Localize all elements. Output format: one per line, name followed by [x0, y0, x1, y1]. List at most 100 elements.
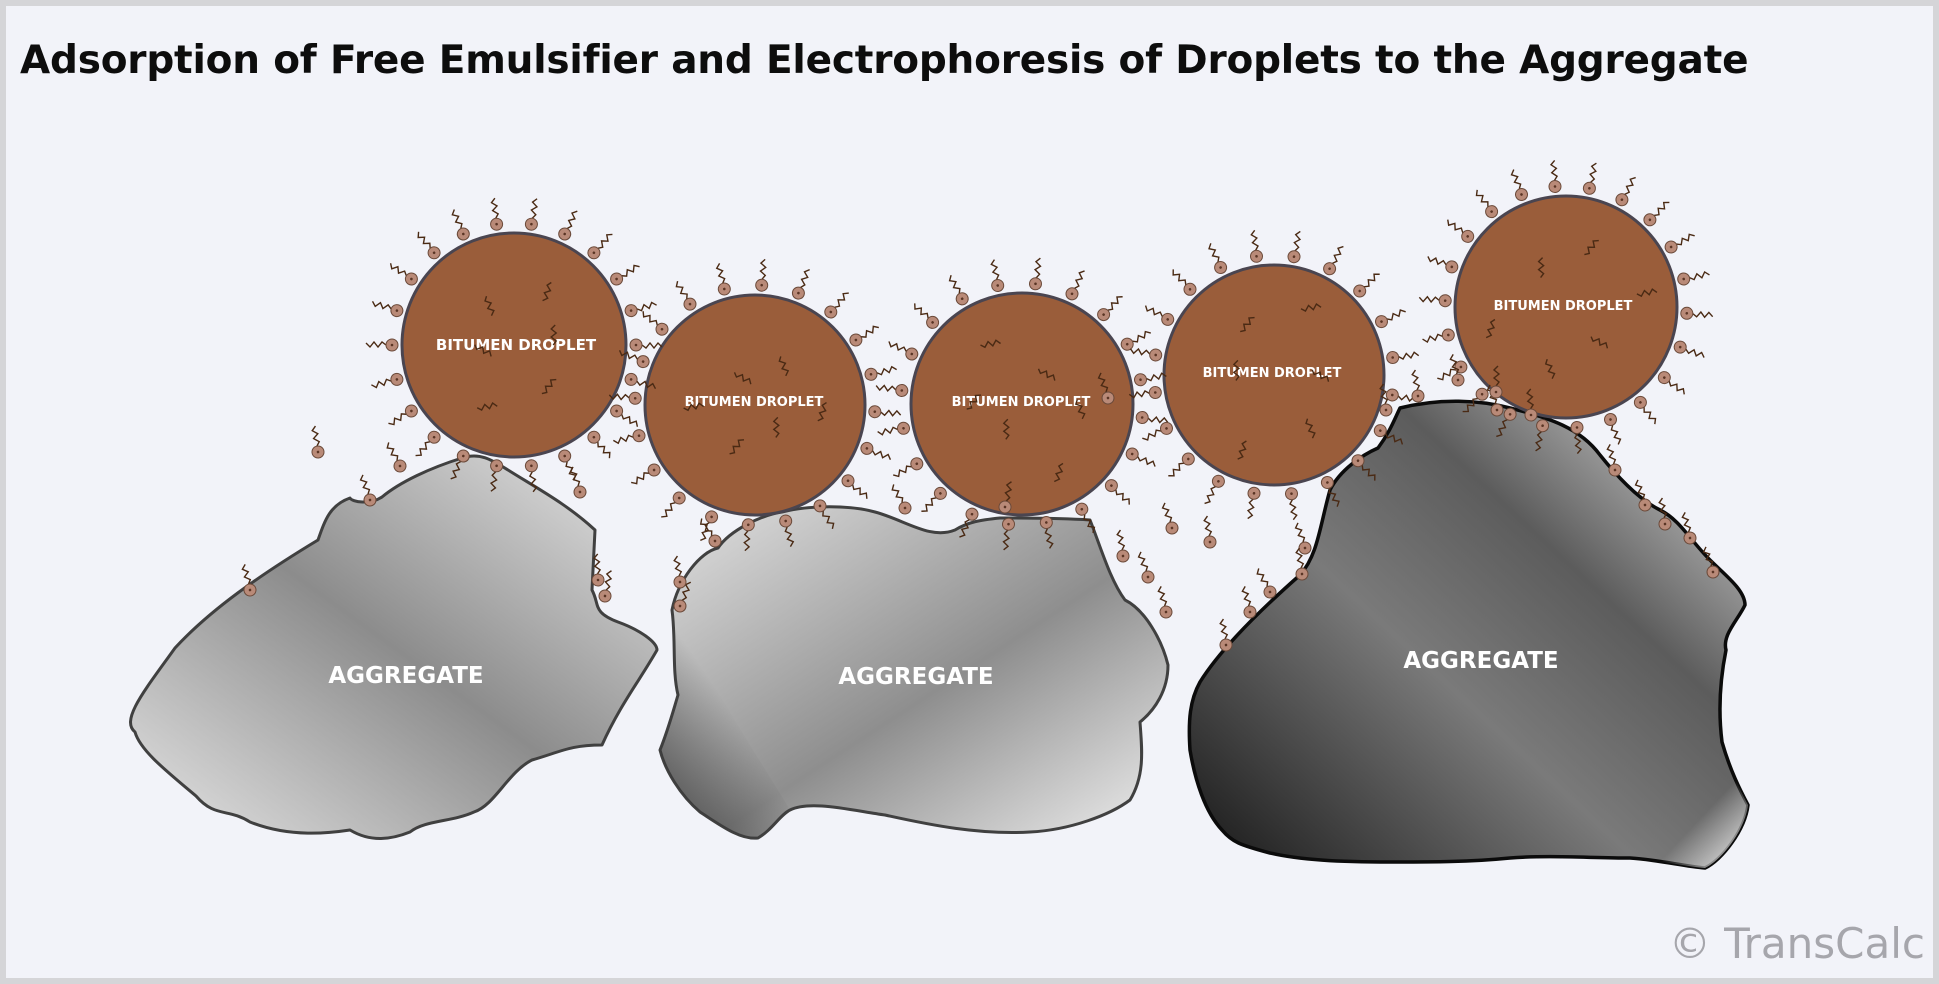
emulsifier-molecule-icon: [1111, 528, 1131, 564]
emulsifier-molecule-icon: [1166, 265, 1200, 299]
aggregate-1: AGGREGATE: [129, 454, 659, 840]
emulsifier-molecule-icon: [607, 259, 643, 288]
bitumen-droplet-3: BITUMEN DROPLET: [909, 291, 1135, 517]
emulsifier-molecule-icon: [1655, 368, 1690, 399]
emulsifier-molecule-icon: [890, 454, 926, 483]
aggregate-label: AGGREGATE: [838, 664, 993, 690]
emulsifier-molecule-icon: [846, 320, 882, 349]
emulsifier-molecule-icon: [411, 428, 444, 462]
emulsifier-molecule-icon: [917, 484, 950, 518]
emulsifier-molecule-icon: [1246, 229, 1265, 264]
emulsifier-molecule-icon: [1028, 256, 1046, 292]
emulsifier-molecule-icon: [1406, 368, 1426, 404]
emulsifier-molecule-icon: [1420, 327, 1457, 348]
emulsifier-molecule-icon: [1139, 419, 1176, 447]
diagram-title: Adsorption of Free Emulsifier and Electr…: [20, 38, 1749, 83]
emulsifier-molecule-icon: [611, 427, 648, 449]
emulsifier-molecule-icon: [1640, 196, 1673, 229]
copyright-notice: © TransCalc: [1668, 919, 1925, 968]
emulsifier-molecule-icon: [1286, 229, 1305, 265]
emulsifier-molecule-icon: [622, 296, 659, 319]
emulsifier-molecule-icon: [884, 337, 921, 363]
emulsifier-molecule-icon: [1132, 549, 1157, 586]
emulsifier-molecule-icon: [1581, 160, 1602, 197]
emulsifier-molecule-icon: [1671, 338, 1708, 363]
emulsifier-molecule-icon: [1152, 584, 1175, 621]
emulsifier-molecule-icon: [1198, 514, 1218, 550]
emulsifier-molecule-icon: [821, 287, 853, 322]
emulsifier-molecule-icon: [1631, 393, 1662, 428]
droplet-label: BITUMEN DROPLET: [1494, 299, 1633, 314]
droplet-label: BITUMEN DROPLET: [436, 336, 597, 354]
bitumen-droplet-2: BITUMEN DROPLET: [643, 293, 867, 517]
emulsifier-molecule-icon: [607, 402, 643, 431]
droplet-label: BITUMEN DROPLET: [952, 395, 1091, 410]
emulsifier-molecule-icon: [1679, 306, 1714, 322]
emulsifier-molecule-icon: [523, 196, 542, 232]
emulsifier-molecule-icon: [628, 461, 664, 490]
emulsifier-molecule-icon: [1545, 159, 1563, 194]
emulsifier-molecule-icon: [862, 361, 899, 383]
emulsifier-molecule-icon: [711, 261, 733, 298]
emulsifier-molecule-icon: [1662, 228, 1698, 256]
emulsifier-molecule-icon: [1470, 186, 1501, 221]
emulsifier-molecule-icon: [1202, 240, 1230, 277]
emulsifier-molecule-icon: [1243, 485, 1262, 521]
emulsifier-molecule-icon: [1063, 266, 1089, 303]
emulsifier-molecule-icon: [943, 272, 972, 308]
emulsifier-molecule-icon: [867, 404, 902, 420]
emulsifier-molecule-icon: [838, 471, 873, 503]
emulsifier-molecule-icon: [629, 338, 663, 352]
emulsifier-molecule-icon: [886, 481, 914, 517]
emulsifier-molecule-icon: [306, 424, 326, 460]
emulsifier-molecule-icon: [385, 402, 421, 431]
emulsifier-molecule-icon: [1602, 411, 1627, 447]
bitumen-droplet-5: BITUMEN DROPLET: [1453, 194, 1679, 420]
emulsifier-molecule-icon: [1289, 520, 1314, 557]
emulsifier-molecule-icon: [556, 207, 582, 243]
emulsifier-molecule-icon: [1123, 445, 1160, 471]
emulsifier-molecule-icon: [1613, 173, 1640, 209]
emulsifier-molecule-icon: [789, 265, 815, 302]
emulsifier-molecule-icon: [657, 488, 689, 523]
droplet-label: BITUMEN DROPLET: [685, 395, 824, 410]
emulsifier-molecule-icon: [1128, 344, 1164, 363]
aggregate-label: AGGREGATE: [328, 663, 483, 689]
emulsifier-molecule-icon: [446, 207, 472, 243]
emulsifier-molecule-icon: [564, 464, 589, 501]
emulsifier-molecule-icon: [1132, 367, 1168, 388]
emulsifier-molecule-icon: [1350, 267, 1384, 301]
emulsifier-molecule-icon: [1385, 347, 1420, 366]
emulsifier-molecule-icon: [1094, 290, 1127, 324]
emulsifier-molecule-icon: [876, 420, 912, 441]
emulsifier-molecule-icon: [874, 380, 910, 398]
emulsifier-molecule-icon: [670, 278, 699, 314]
emulsifier-molecule-icon: [1164, 449, 1198, 483]
emulsifier-molecule-icon: [1236, 584, 1259, 621]
emulsifier-molecule-icon: [1118, 325, 1154, 354]
bitumen-droplet-1: BITUMEN DROPLET: [400, 231, 628, 459]
emulsifier-molecule-icon: [1442, 215, 1477, 246]
bitumen-droplet-4: BITUMEN DROPLET: [1162, 263, 1386, 487]
emulsifier-molecule-icon: [584, 228, 617, 262]
emulsifier-molecule-icon: [385, 259, 421, 288]
aggregate-label: AGGREGATE: [1403, 648, 1558, 674]
emulsifier-molecule-icon: [668, 554, 688, 590]
emulsifier-molecule-icon: [486, 196, 505, 232]
emulsifier-molecule-icon: [381, 439, 409, 475]
emulsifier-molecule-icon: [1424, 251, 1461, 276]
emulsifier-molecule-icon: [1283, 486, 1302, 521]
emulsifier-molecule-icon: [1372, 303, 1409, 331]
emulsifier-molecule-icon: [1251, 565, 1279, 601]
emulsifier-molecule-icon: [985, 258, 1006, 294]
emulsifier-molecule-icon: [1675, 266, 1712, 287]
emulsifier-molecule-icon: [908, 299, 942, 332]
emulsifier-molecule-icon: [556, 447, 582, 483]
emulsifier-molecule-icon: [584, 428, 617, 462]
emulsifier-molecule-icon: [754, 258, 770, 293]
emulsifier-molecule-icon: [858, 439, 895, 465]
emulsifier-molecule-icon: [1141, 301, 1177, 329]
aggregate-3: AGGREGATE: [1187, 399, 1750, 870]
emulsifier-molecule-icon: [1418, 292, 1453, 308]
